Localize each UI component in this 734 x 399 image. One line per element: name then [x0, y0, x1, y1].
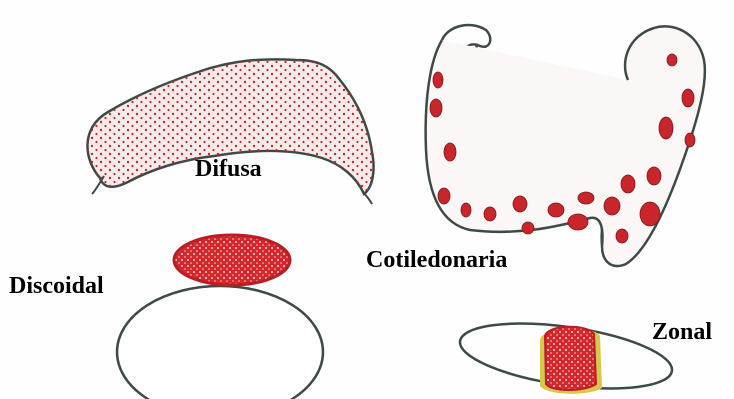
discoid-placenta: [117, 235, 323, 399]
label-difusa: Difusa: [195, 157, 262, 181]
zonary-placenta: [456, 312, 676, 399]
diffuse-placenta: [87, 59, 373, 204]
cotyledonary-placenta: [426, 25, 705, 266]
label-zonal: Zonal: [652, 320, 712, 344]
label-discoidal: Discoidal: [9, 274, 104, 298]
label-cotiledonaria: Cotiledonaria: [366, 248, 507, 272]
